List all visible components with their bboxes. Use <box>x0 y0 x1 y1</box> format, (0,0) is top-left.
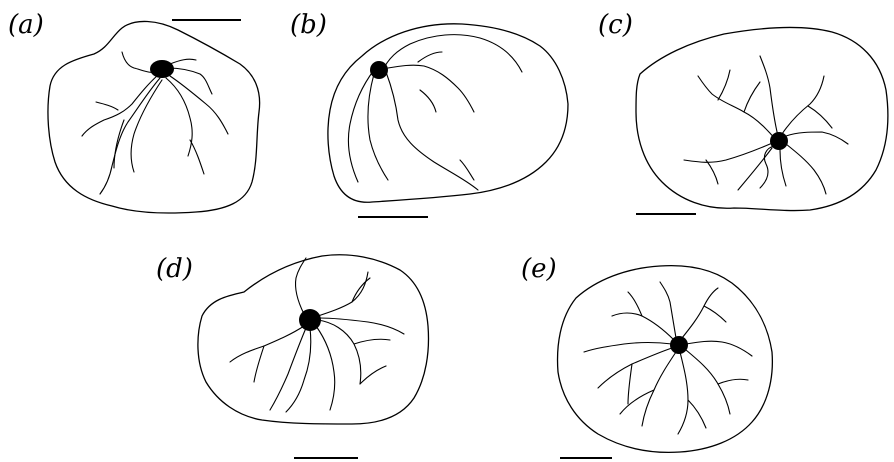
panel-b-cracks <box>348 35 522 190</box>
panel-e-cracks <box>584 282 752 434</box>
panel-e-label: (e) <box>521 254 557 284</box>
panel-d-center-hole <box>299 309 321 331</box>
panel-a-outline <box>48 21 260 213</box>
panel-c: (c) <box>598 10 888 214</box>
panel-d: (d) <box>156 254 428 458</box>
panel-e-center-hole <box>670 336 688 354</box>
panel-a-label: (a) <box>8 10 44 40</box>
panel-b-center-hole <box>370 61 388 79</box>
panel-d-label: (d) <box>156 254 193 284</box>
panel-a: (a) <box>8 10 260 213</box>
panel-b: (b) <box>290 10 568 217</box>
panel-c-cracks <box>684 56 848 194</box>
panel-c-center-hole <box>770 132 788 150</box>
panel-c-label: (c) <box>598 10 633 40</box>
panel-d-cracks <box>230 258 404 412</box>
panel-c-outline <box>636 28 888 211</box>
panel-b-outline <box>328 24 568 202</box>
panel-b-label: (b) <box>290 10 327 40</box>
panel-e: (e) <box>521 254 772 458</box>
panel-d-outline <box>198 255 429 424</box>
panel-e-outline <box>558 266 773 453</box>
panel-a-center-hole <box>150 60 174 78</box>
